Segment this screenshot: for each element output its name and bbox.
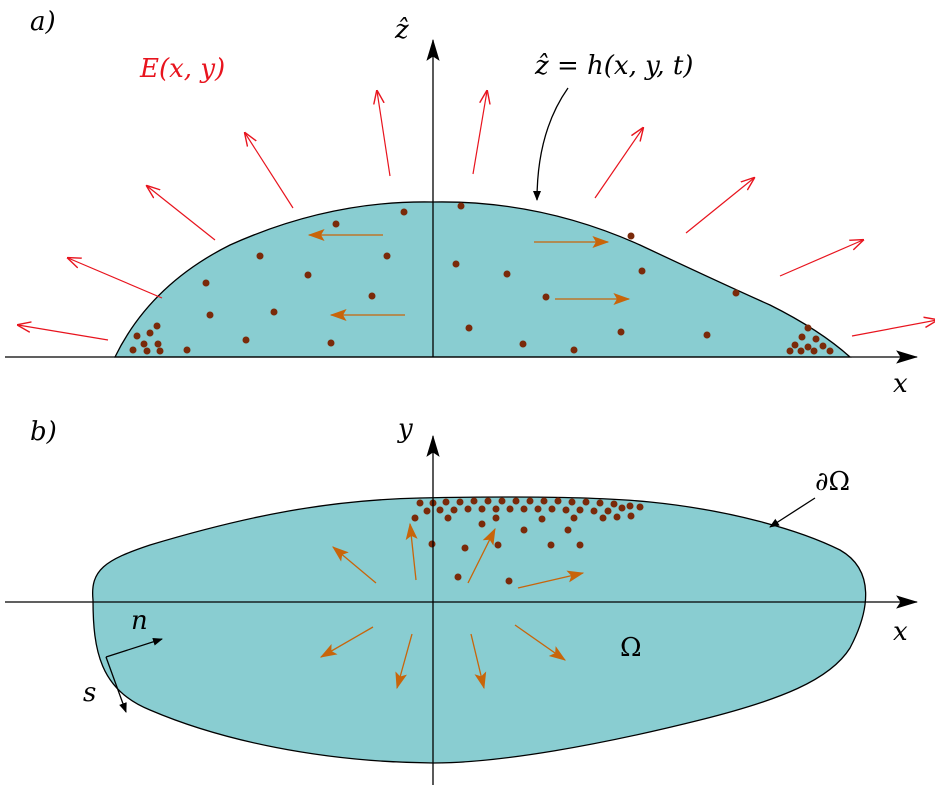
field-arrows xyxy=(18,91,935,341)
x-axis-label-b: x xyxy=(893,617,908,647)
panel-a-label: a) xyxy=(30,7,56,37)
surface-label: ẑ = h(x, y, t) xyxy=(534,51,693,81)
panel-b: b) y x ∂Ω Ω n s xyxy=(5,414,919,785)
tangent-vector xyxy=(105,656,127,713)
boundary-label: ∂Ω xyxy=(815,467,850,497)
z-axis-label: ẑ xyxy=(394,15,409,45)
x-axis-label-a: x xyxy=(893,369,908,399)
panel-a: a) ẑ x E(x, y) ẑ = h(x, y, t) xyxy=(5,7,935,399)
normal-vector xyxy=(105,637,163,658)
boundary-pointer xyxy=(769,497,816,528)
surface-pointer xyxy=(533,87,569,201)
field-label: E(x, y) xyxy=(139,54,225,84)
flow-arrows-a xyxy=(307,229,631,321)
particles-a xyxy=(129,202,834,355)
flow-arrows-b xyxy=(319,522,585,690)
tangent-label: s xyxy=(83,678,96,708)
domain-omega xyxy=(92,496,867,764)
y-axis-label: y xyxy=(397,414,413,444)
particles-b xyxy=(411,497,644,585)
normal-label: n xyxy=(131,606,148,636)
panel-b-label: b) xyxy=(30,417,57,447)
droplet-cross-section xyxy=(113,201,852,358)
domain-label: Ω xyxy=(620,633,642,663)
